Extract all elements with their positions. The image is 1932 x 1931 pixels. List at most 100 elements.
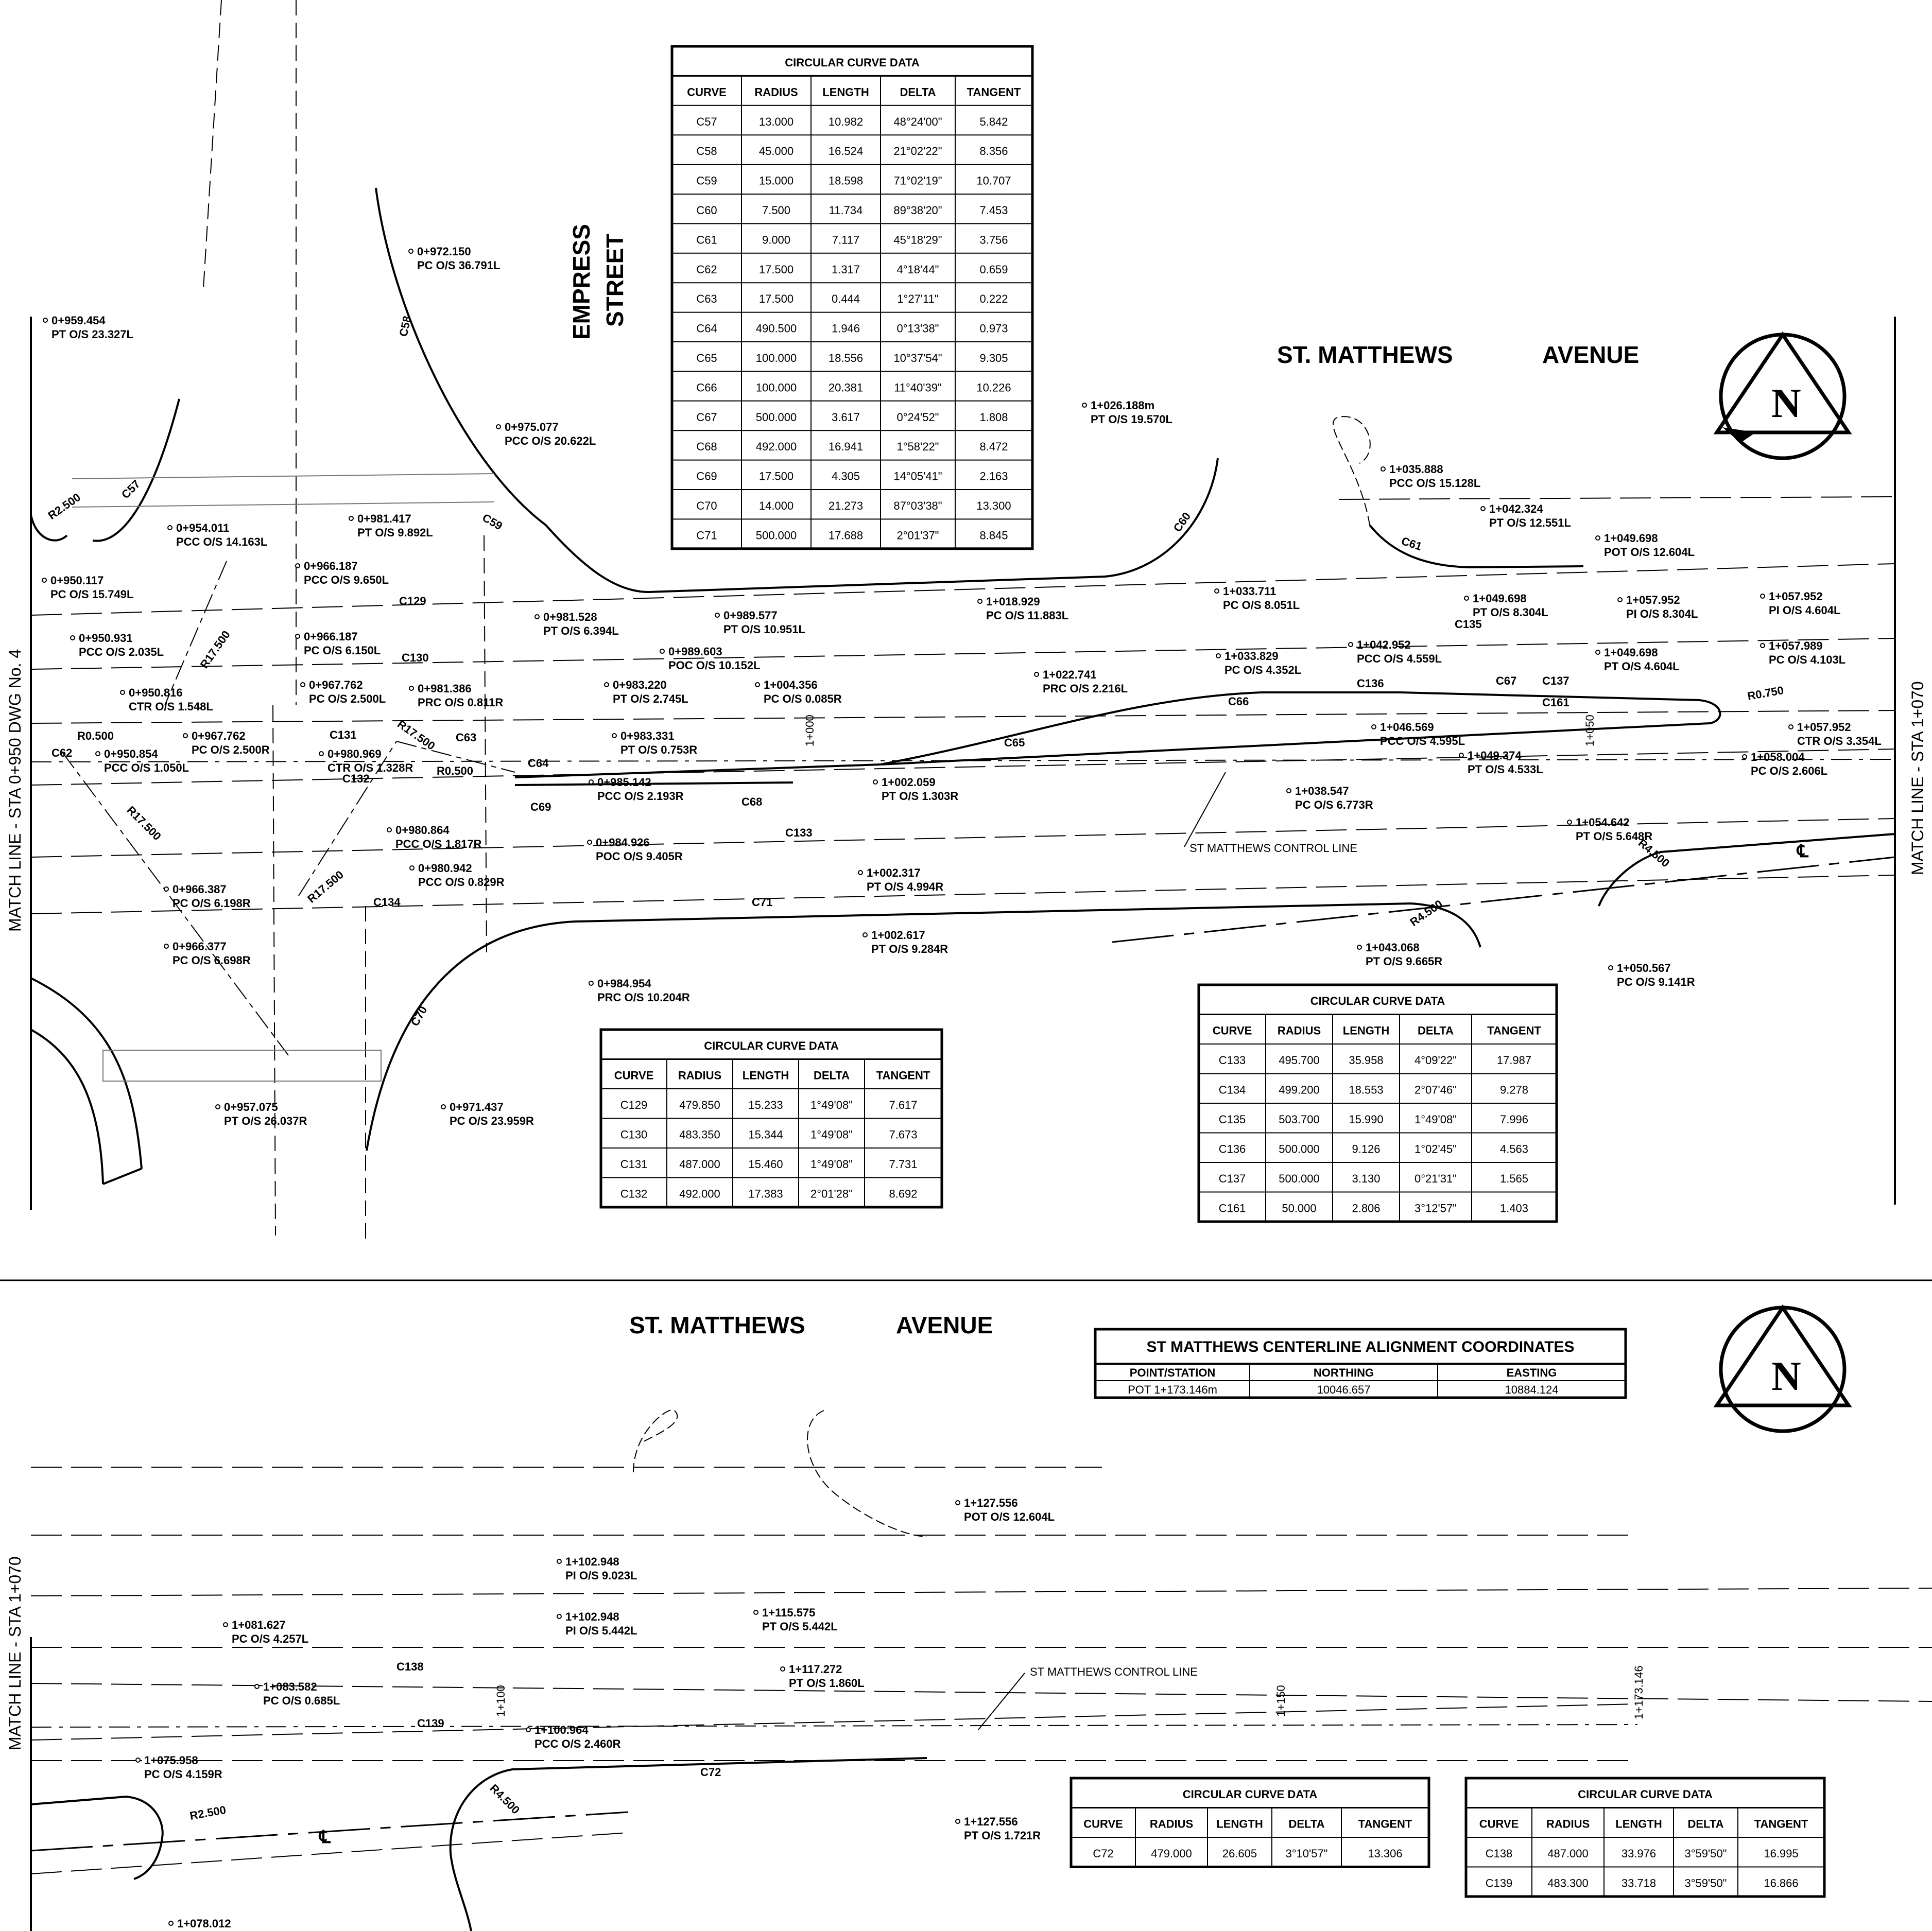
curve-label-c67: C67 <box>1496 674 1516 687</box>
station-label-1150: 1+150 <box>1274 1685 1287 1717</box>
table-header: NORTHING <box>1314 1366 1374 1379</box>
control-line-leader-top <box>1184 772 1226 847</box>
annotation-station: 1+050.567 <box>1617 962 1671 975</box>
centerline-symbol-top: ℄ <box>1796 842 1809 861</box>
table-cell: 10884.124 <box>1505 1383 1559 1396</box>
station-point-marker <box>295 634 300 639</box>
table-border <box>1070 1777 1430 1868</box>
annotation-offset: POC O/S 9.405R <box>596 850 683 863</box>
station-point-marker <box>1214 588 1219 594</box>
station-point-marker <box>863 932 868 937</box>
annotation-station: 1+002.617 <box>871 929 925 942</box>
station-point-marker <box>612 733 617 738</box>
annotation-station: 1+057.989 <box>1769 639 1823 652</box>
radius-r0500a: R0.500 <box>77 729 114 742</box>
annotation-station: 0+984.954 <box>597 977 651 990</box>
curve-label-c72: C72 <box>700 1766 721 1779</box>
table-cell: C65 <box>696 352 717 364</box>
annotation-offset: PC O/S 4.257L <box>232 1632 308 1645</box>
annotation-offset: PT O/S 8.304L <box>1473 606 1548 619</box>
table-cell: C136 <box>1219 1143 1246 1156</box>
match-line-left-top: MATCH LINE - STA 0+950 DWG No. 4 <box>6 649 24 932</box>
station-point-marker <box>135 1758 141 1763</box>
table-cell: C131 <box>620 1158 648 1171</box>
table-header: TANGENT <box>876 1069 930 1082</box>
annotation-offset: PT O/S 0.753R <box>620 743 697 756</box>
annotation-offset: PCC O/S 4.559L <box>1357 652 1442 665</box>
station-point-marker <box>1348 642 1353 647</box>
control-line-label-bottom: ST MATTHEWS CONTROL LINE <box>1030 1665 1198 1678</box>
annotation-offset: PC O/S 6.773R <box>1295 798 1373 811</box>
annotation-station: 1+049.698 <box>1604 646 1658 659</box>
annotation-offset: PCC O/S 1.050L <box>104 761 189 774</box>
table-header: LENGTH <box>822 85 869 98</box>
station-point-marker <box>1617 597 1623 602</box>
annotation-offset: PC O/S 11.883L <box>986 609 1068 622</box>
stmatthews-bottom-label-1: ST. MATTHEWS <box>629 1312 805 1338</box>
annotation-offset: CTR O/S 3.354L <box>1797 735 1882 747</box>
annotation-offset: PI O/S 4.604L <box>1769 604 1840 617</box>
station-point-marker <box>1034 672 1039 677</box>
annotation-station: 1+081.627 <box>232 1619 286 1631</box>
table-header: RADIUS <box>754 85 798 98</box>
station-point-marker <box>164 944 169 949</box>
table-cell: 16.941 <box>829 440 863 453</box>
annotation-station: 1+075.958 <box>144 1754 198 1767</box>
station-point-marker <box>1760 594 1765 599</box>
curve-label-c136: C136 <box>1357 677 1384 690</box>
north-arrow-top: N <box>1713 331 1852 460</box>
table-cell: 1°49'08" <box>810 1158 853 1171</box>
annotation-station: 0+957.075 <box>224 1101 278 1114</box>
annotation-offset: PT O/S 1.721R <box>964 1829 1041 1842</box>
annotation-offset: PC O/S 2.500L <box>309 692 386 705</box>
table-cell: 1°49'08" <box>810 1099 853 1111</box>
table-header: TANGENT <box>1487 1024 1541 1037</box>
station-point-marker <box>319 751 324 756</box>
annotation-station: 1+002.317 <box>867 866 921 879</box>
top-sheet-linework <box>30 0 1896 1246</box>
table-cell: 2.163 <box>979 470 1008 483</box>
annotation-station: 0+972.150 <box>417 245 471 258</box>
table-cell: 13.000 <box>759 115 794 128</box>
table-cell: C138 <box>1486 1847 1513 1860</box>
bottom-sheet-linework <box>0 1279 1932 1931</box>
table-title: CIRCULAR CURVE DATA <box>1310 995 1445 1007</box>
table-cell: 9.126 <box>1352 1143 1380 1156</box>
annotation-station: 0+967.762 <box>309 679 363 691</box>
table-cell: 2°01'28" <box>810 1188 853 1201</box>
annotation-station: 0+981.528 <box>543 611 597 623</box>
annotation-station: 1+057.952 <box>1797 721 1851 734</box>
annotation-station: 0+971.437 <box>450 1101 504 1114</box>
table-cell: 10.982 <box>829 115 863 128</box>
table-cell: 8.356 <box>979 145 1008 158</box>
annotation-station: 1+057.952 <box>1626 594 1680 606</box>
annotation-station: 1+038.547 <box>1295 785 1349 797</box>
station-point-marker <box>1595 535 1600 541</box>
station-point-marker <box>349 516 354 521</box>
station-point-marker <box>408 249 413 254</box>
table-cell: 15.990 <box>1349 1113 1383 1126</box>
table-header: CURVE <box>687 85 727 98</box>
curve-label-c132: C132 <box>342 772 370 785</box>
table-cell: C70 <box>696 499 717 512</box>
station-point-marker <box>295 563 300 568</box>
table-cell: 499.200 <box>1279 1084 1320 1097</box>
table-cell: 500.000 <box>1279 1172 1320 1185</box>
table-cell: 16.866 <box>1764 1877 1798 1890</box>
annotation-station: 0+950.931 <box>79 632 133 645</box>
station-point-marker <box>589 981 594 986</box>
annotation-station: 1+002.059 <box>882 776 936 789</box>
